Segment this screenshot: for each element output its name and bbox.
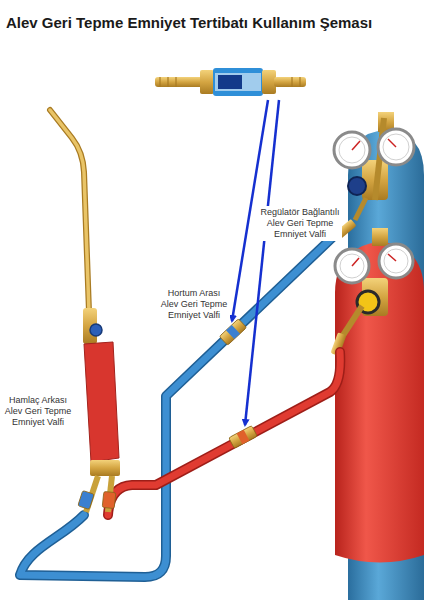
hose-flashback-valve bbox=[229, 426, 258, 449]
oxygen-regulator bbox=[334, 118, 414, 240]
flashback-arrestor bbox=[155, 68, 306, 96]
valve-caption: Hortum Arası Alev Geri Tepme Emniyet Val… bbox=[158, 287, 230, 322]
torch-handle bbox=[84, 342, 119, 462]
acetylene-cylinder bbox=[335, 242, 424, 563]
torch-tube bbox=[50, 110, 89, 312]
torch-base bbox=[90, 460, 120, 476]
gauge-scale bbox=[340, 254, 364, 278]
hose-barb bbox=[155, 77, 203, 87]
pointer-arrow bbox=[245, 100, 279, 425]
regulator-knob bbox=[348, 177, 366, 195]
torch-flashback-valve bbox=[78, 491, 94, 510]
pressure-gauge bbox=[335, 249, 369, 283]
hose-barb bbox=[274, 77, 306, 87]
valve-caption: Regülatör Bağlantılı Alev Geri Tepme Emn… bbox=[258, 206, 342, 241]
acetylene-hose bbox=[108, 352, 340, 515]
pressure-gauge bbox=[334, 132, 370, 168]
regulator-outlet bbox=[355, 198, 366, 220]
torch-flashback-valve bbox=[102, 491, 116, 508]
valve-caption: Hamlaç Arkası Alev Geri Tepme Emniyet Va… bbox=[2, 394, 74, 429]
pressure-gauge bbox=[378, 129, 414, 165]
torch-valve-knob bbox=[90, 324, 102, 336]
label-band bbox=[215, 73, 261, 91]
hex-nut bbox=[200, 70, 214, 94]
gauge-needle bbox=[388, 139, 396, 147]
barb-ridges bbox=[160, 77, 176, 87]
acetylene-regulator bbox=[330, 244, 413, 356]
hose-flashback-valve bbox=[219, 319, 246, 346]
gas-cylinders bbox=[335, 112, 424, 600]
torch-tube-shadow bbox=[50, 110, 89, 312]
gauge-scale bbox=[384, 249, 408, 273]
diagram-title: Alev Geri Tepme Emniyet Tertibatı Kullan… bbox=[6, 14, 372, 31]
gauge-needle bbox=[388, 254, 396, 261]
gauge-scale bbox=[383, 134, 409, 160]
gauge-needle bbox=[352, 141, 360, 150]
valve-label bbox=[213, 68, 263, 96]
welding-torch bbox=[50, 110, 120, 512]
gauge-needle bbox=[352, 258, 359, 266]
pressure-gauge bbox=[379, 244, 413, 278]
gauge-scale bbox=[339, 137, 365, 163]
cylinder-valve bbox=[372, 228, 388, 246]
hex-nut bbox=[262, 70, 276, 94]
acetylene-hose-outline bbox=[108, 352, 340, 515]
label-logo bbox=[218, 75, 242, 89]
barb-ridges bbox=[292, 77, 300, 87]
